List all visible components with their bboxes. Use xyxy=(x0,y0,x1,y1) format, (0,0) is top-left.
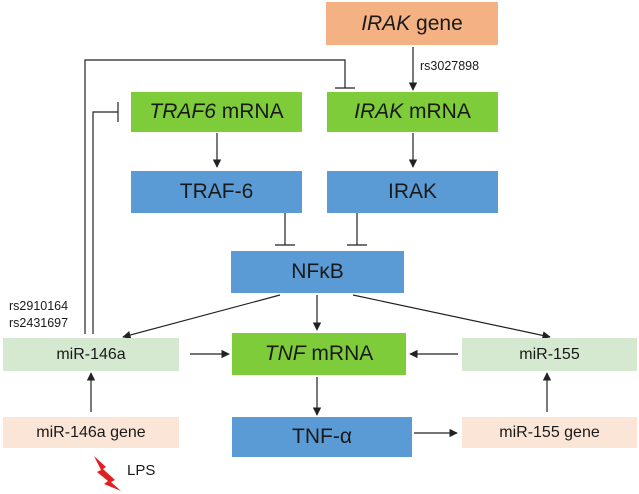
nfkb-box: NFκB xyxy=(231,251,404,293)
irak-protein-label: IRAK xyxy=(387,180,437,203)
lps-label: LPS xyxy=(127,462,156,479)
traf6-mrna-italic: TRAF6 xyxy=(149,100,216,123)
mir155-label: miR-155 xyxy=(519,345,580,363)
mir146a-box: miR-146a xyxy=(3,338,179,371)
tnf-mrna-box: TNF mRNA xyxy=(232,333,406,375)
irak-mrna-rest: mRNA xyxy=(403,100,471,123)
irak-mrna-italic: IRAK xyxy=(354,100,404,123)
irak-gene-italic: IRAK xyxy=(361,11,411,35)
traf6-protein-box: TRAF-6 xyxy=(131,171,302,213)
snp-irak-label: rs3027898 xyxy=(420,59,480,73)
traf6-protein-label: TRAF-6 xyxy=(179,180,254,203)
tnf-mrna-italic: TNF xyxy=(264,342,306,365)
arrow-nfkb-to-mir155 xyxy=(352,294,551,340)
inhibit-mir146a-traf6-mrna xyxy=(92,111,118,334)
snp-mir146a-label-2: rs2431697 xyxy=(9,316,69,330)
snp-mir146a-label-1: rs2910164 xyxy=(9,299,69,313)
arrow-nfkb-to-mir146a xyxy=(122,294,281,340)
tnfa-label: TNF-α xyxy=(292,425,352,448)
mir146a-gene-label: miR-146a gene xyxy=(36,423,146,441)
tnf-mrna-rest: mRNA xyxy=(305,342,374,365)
traf6-mrna-rest: mRNA xyxy=(215,100,284,123)
tnfa-box: TNF-α xyxy=(232,417,412,457)
irak-gene-box: IRAK gene xyxy=(326,2,498,45)
mir146a-label: miR-146a xyxy=(56,345,126,363)
mir155-gene-label: miR-155 gene xyxy=(499,423,600,441)
irak-protein-box: IRAK xyxy=(327,171,498,213)
irak-gene-rest: gene xyxy=(410,11,463,35)
mir155-gene-box: miR-155 gene xyxy=(462,417,637,448)
traf6-mrna-box: TRAF6 mRNA xyxy=(131,92,302,132)
nfkb-label: NFκB xyxy=(291,260,344,283)
mir146a-gene-box: miR-146a gene xyxy=(3,417,179,448)
lps-bolt-icon xyxy=(94,456,121,491)
mir155-box: miR-155 xyxy=(462,338,637,371)
irak-mrna-box: IRAK mRNA xyxy=(327,92,498,132)
inhibit-mir146a-irak-mrna xyxy=(84,59,346,334)
